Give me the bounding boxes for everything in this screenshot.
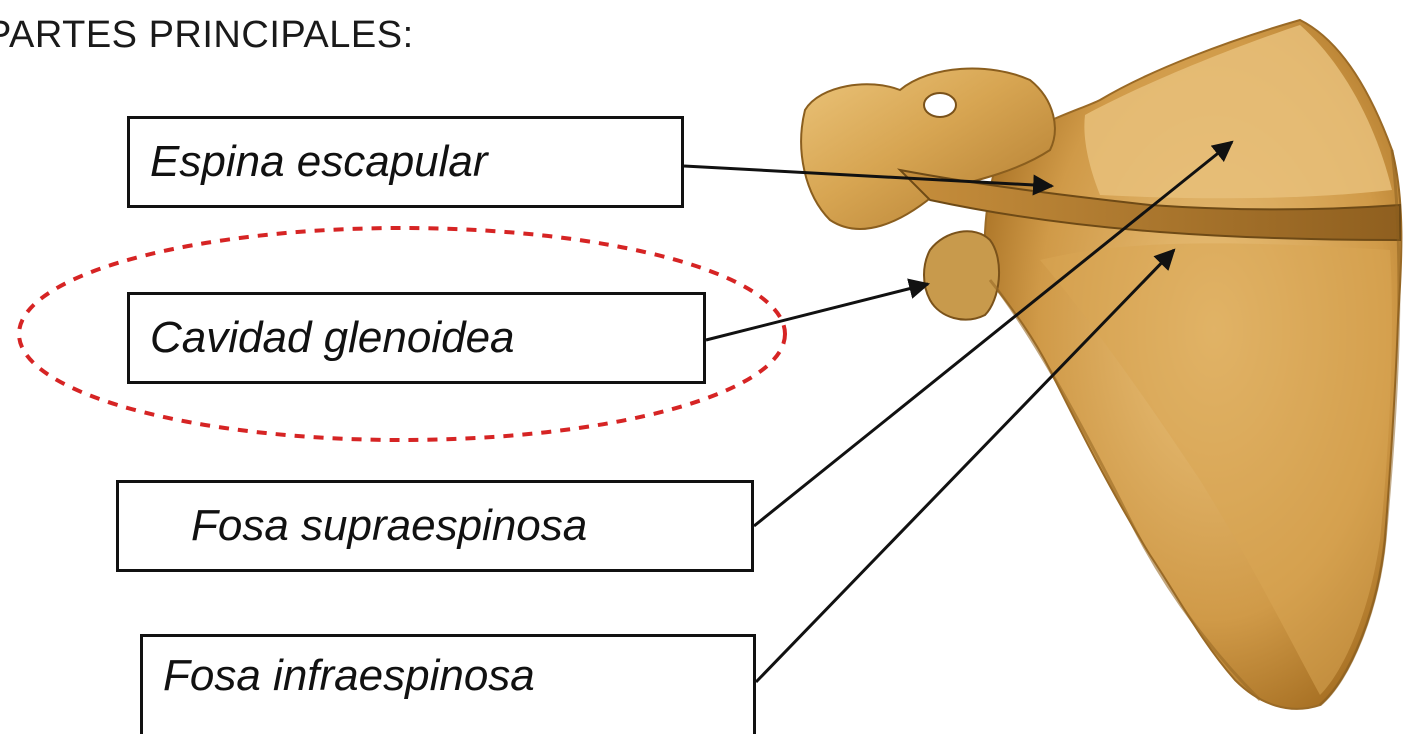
label-infra-text: Fosa infraespinosa <box>163 651 535 701</box>
coracoid-notch <box>924 93 956 117</box>
glenoid-cavity <box>924 231 999 319</box>
label-espina-text: Espina escapular <box>150 137 488 187</box>
label-espina-escapular: Espina escapular <box>127 116 684 208</box>
label-cavidad-text: Cavidad glenoidea <box>150 313 515 363</box>
label-fosa-infraespinosa: Fosa infraespinosa <box>140 634 756 734</box>
supraspinous-region <box>1084 25 1392 198</box>
arrow-cavidad <box>706 284 928 340</box>
label-cavidad-glenoidea: Cavidad glenoidea <box>127 292 706 384</box>
label-supra-text: Fosa supraespinosa <box>191 501 587 551</box>
scapula-illustration <box>801 20 1401 709</box>
label-fosa-supraespinosa: Fosa supraespinosa <box>116 480 754 572</box>
